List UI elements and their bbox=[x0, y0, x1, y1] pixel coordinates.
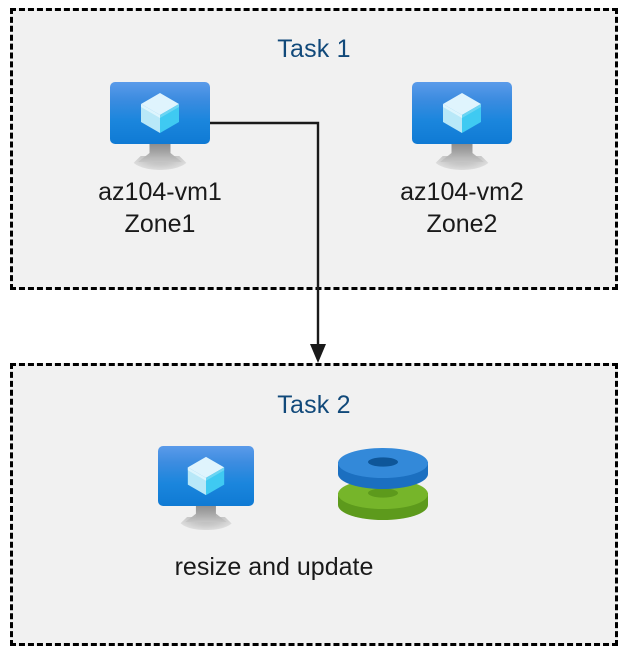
monitor-stand-neck bbox=[451, 143, 473, 160]
task-1-title: Task 1 bbox=[277, 35, 351, 63]
virtual-machine-icon-vm2 bbox=[412, 82, 512, 170]
vm1-label: az104-vm1 Zone1 bbox=[98, 178, 222, 238]
managed-disks-icon bbox=[338, 448, 428, 520]
monitor-stand-neck bbox=[149, 143, 171, 160]
monitor-screen bbox=[158, 446, 254, 506]
monitor-screen bbox=[110, 82, 210, 145]
cube-icon bbox=[443, 93, 481, 134]
down-arrow-icon bbox=[310, 344, 326, 363]
monitor-screen bbox=[412, 82, 512, 145]
monitor-stand-neck bbox=[195, 504, 217, 520]
task-2-container: Task 2 bbox=[10, 363, 618, 646]
cube-icon bbox=[187, 456, 225, 495]
virtual-machine-icon-task2 bbox=[158, 446, 254, 530]
virtual-machine-icon-vm1 bbox=[110, 82, 210, 170]
cube-icon bbox=[141, 93, 179, 134]
task-2-title: Task 2 bbox=[277, 391, 351, 419]
task-2-caption: resize and update bbox=[174, 553, 374, 581]
vm2-label: az104-vm2 Zone2 bbox=[400, 178, 524, 238]
task-1-container: Task 1 bbox=[10, 8, 618, 290]
